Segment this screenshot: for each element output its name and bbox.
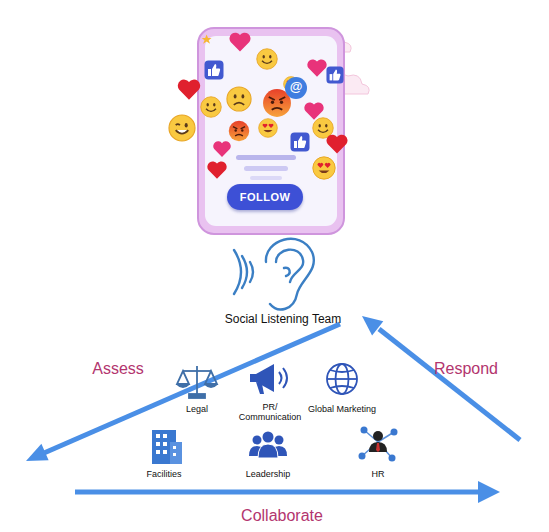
department-label: Facilities: [129, 469, 199, 479]
ear-icon: [234, 239, 314, 310]
department-label: PR/ Communication: [235, 402, 305, 423]
people-icon: [249, 432, 287, 459]
department-label: Global Marketing: [297, 404, 387, 414]
legal-icon: [177, 366, 217, 398]
globe-icon: [327, 364, 357, 394]
phone: [198, 28, 344, 234]
reaction-emoji: [169, 33, 348, 179]
button-text: FOLLOW: [240, 191, 291, 203]
department-label: Legal: [167, 404, 227, 414]
follow-button: FOLLOW: [227, 184, 303, 210]
cycle-arrow: [26, 316, 520, 503]
department-label: Leadership: [233, 469, 303, 479]
building-icon: [152, 430, 182, 464]
stage-label: Respond: [421, 360, 511, 378]
hr-icon: [359, 427, 398, 462]
megaphone-icon: [250, 364, 287, 394]
stage-label: Assess: [78, 360, 158, 378]
at-sign: @: [285, 80, 307, 95]
stage-label: Collaborate: [212, 507, 352, 525]
department-label: HR: [353, 469, 403, 479]
team-label: Social Listening Team: [198, 313, 368, 327]
